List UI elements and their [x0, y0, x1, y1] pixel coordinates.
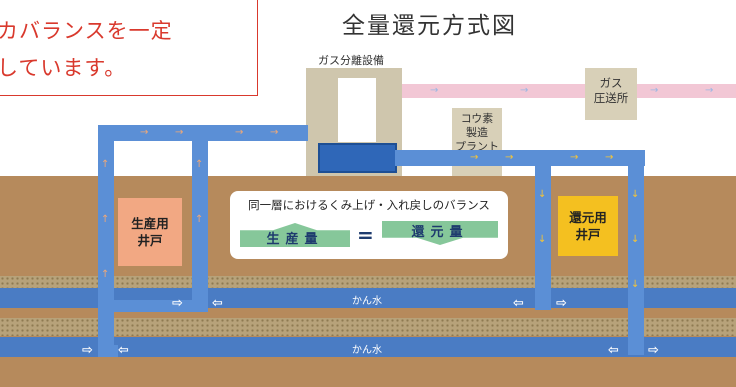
iodine-plant-label-2: 製造: [466, 126, 488, 139]
flow-arrow: ↓: [631, 234, 640, 245]
iodine-plant-label-3: プラント: [455, 140, 499, 153]
lateral-flow-arrow: ⇨: [82, 343, 93, 358]
flow-arrow: →: [270, 127, 279, 138]
gas-compressor-station: ガス 圧送所: [585, 68, 637, 120]
diagram-title: 全量還元方式図: [342, 13, 517, 39]
flow-arrow: →: [175, 127, 184, 138]
production-volume-label: 生産量: [266, 231, 324, 247]
brine-label-lower: かん水: [352, 345, 382, 356]
gas-compressor-label-2: 圧送所: [593, 91, 629, 105]
gas-flow-arrow: →: [430, 85, 439, 96]
balance-title: 同一層におけるくみ上げ・入れ戻しのバランス: [248, 198, 490, 212]
flow-arrow: ↓: [538, 189, 547, 200]
callout-box: カバランスを一定 しています。: [0, 0, 258, 96]
callout-line-1: カバランスを一定: [0, 19, 173, 43]
return-well-label-2: 井戸: [575, 227, 601, 242]
return-well-label-1: 還元用: [569, 210, 607, 225]
flow-arrow: ↓: [631, 189, 640, 200]
lateral-flow-arrow: ⇦: [118, 343, 129, 358]
lateral-flow-arrow: ⇨: [556, 296, 567, 311]
stratum-2: [0, 318, 736, 336]
pipe-production-upper-bottom: [98, 300, 208, 312]
equals-sign: =: [357, 223, 374, 247]
brine-label-upper: かん水: [352, 296, 382, 307]
flow-arrow: →: [605, 152, 614, 163]
iodine-plant-label-1: コウ素: [460, 112, 494, 125]
flow-arrow: →: [235, 127, 244, 138]
lateral-flow-arrow: ⇦: [212, 296, 223, 311]
production-well: 生産用 井戸: [118, 198, 182, 266]
flow-arrow: →: [505, 152, 514, 163]
flow-arrow: →: [470, 152, 479, 163]
pipe-return-left: [535, 150, 551, 310]
lateral-flow-arrow: ⇨: [648, 343, 659, 358]
pipe-production-left: [98, 125, 114, 355]
production-well-label-2: 井戸: [137, 233, 163, 248]
gas-separation-label: ガス分離設備: [318, 54, 384, 67]
pipe-production-lower-bottom: [98, 345, 118, 357]
gas-separation-window: [338, 78, 376, 142]
flow-arrow: ↑: [101, 269, 110, 280]
brine-layer-lower: [0, 337, 736, 357]
lateral-flow-arrow: ⇦: [513, 296, 524, 311]
separation-tank: [318, 143, 397, 173]
flow-arrow: →: [570, 152, 579, 163]
gas-flow-arrow: →: [705, 85, 714, 96]
flow-arrow: ↓: [538, 234, 547, 245]
stratum-1: [0, 276, 736, 288]
return-volume-label: 還元量: [411, 224, 469, 240]
pipe-return-right: [628, 150, 644, 355]
flow-arrow: ↑: [101, 159, 110, 170]
pipe-return-top: [395, 150, 645, 166]
return-well: 還元用 井戸: [558, 196, 618, 256]
lateral-flow-arrow: ⇦: [608, 343, 619, 358]
lateral-flow-arrow: ⇨: [172, 296, 183, 311]
gas-pipe: [402, 84, 736, 98]
flow-arrow: →: [140, 127, 149, 138]
production-volume-arrow: 生産量: [240, 223, 350, 247]
flow-arrow: ↑: [101, 214, 110, 225]
gas-flow-arrow: →: [650, 85, 659, 96]
return-volume-arrow: 還元量: [382, 221, 498, 245]
flow-arrow: ↑: [195, 159, 204, 170]
production-well-label-1: 生産用: [131, 216, 169, 231]
flow-arrow: ↓: [631, 279, 640, 290]
gas-compressor-label-1: ガス: [599, 76, 623, 90]
callout-line-2: しています。: [0, 56, 127, 80]
balance-box: 同一層におけるくみ上げ・入れ戻しのバランス 生産量 = 還元量: [230, 191, 508, 259]
flow-arrow: ↑: [195, 214, 204, 225]
gas-flow-arrow: →: [520, 85, 529, 96]
pipe-production-right: [192, 125, 208, 310]
